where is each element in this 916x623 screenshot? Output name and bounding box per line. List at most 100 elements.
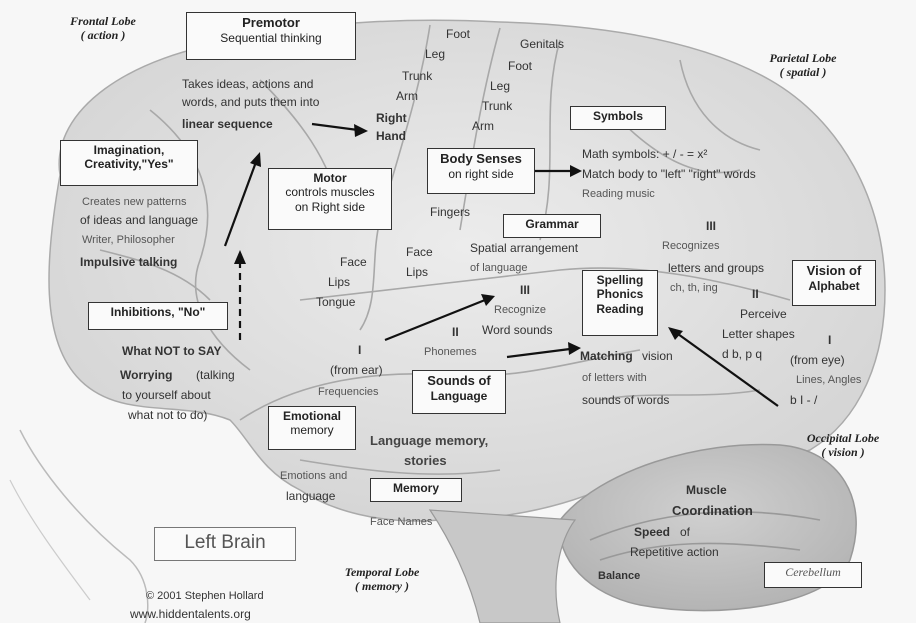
worrying-desc-3: what not to do) [128,408,208,422]
vision-alphabet-line2: Alphabet [808,278,860,293]
spelling-box: Spelling Phonics Reading [582,270,658,336]
motor-leg: Leg [425,47,446,61]
copyright: © 2001 Stephen Hollard [146,590,264,602]
face-outline [19,429,149,623]
imagination-desc-1: Creates new patterns [82,196,187,208]
worrying-desc-2: to yourself about [122,388,211,402]
body-senses-title: Body Senses [440,151,522,166]
premotor-title: Premotor [242,15,300,30]
frontal-lobe-label: Frontal Lobe ( action ) [62,14,144,43]
phonemes: Phonemes [424,346,477,358]
recognize-sounds-1: Recognize [494,304,546,316]
language-memory-1: Language memory, [370,433,489,448]
language-memory-2: stories [404,453,447,468]
from-eye-3: b I - / [790,393,818,407]
matching-desc-3: sounds of words [582,393,670,407]
body-senses-box: Body Senses on right side [427,148,535,194]
motor-arm: Arm [396,89,418,103]
sounds-language-box: Sounds of Language [412,370,506,414]
emotional-memory-box: Emotional memory [268,406,356,450]
motor-foot: Foot [446,27,471,41]
premotor-desc-1: Takes ideas, actions and [182,77,314,91]
website-url: www.hiddentalents.org [130,607,251,621]
spelling-line3: Reading [596,301,644,316]
motor-title: Motor [313,171,347,185]
match-body: Match body to "left" "right" words [582,167,756,181]
emotions-language-1: Emotions and [280,470,348,482]
brainstem-shape [428,509,577,623]
right-hand-1: Right [376,111,407,125]
occipital-lobe-label: Occipital Lobe ( vision ) [800,431,886,460]
spelling-line1: Spelling [596,273,644,287]
imagination-desc-2: of ideas and language [80,213,199,227]
math-symbols: Math symbols: + / - = x² [582,147,708,161]
occipital-lobe-name: Occipital Lobe [806,431,880,445]
emotional-memory-line1: Emotional [282,409,341,423]
imagination-line2: Creativity,"Yes" [84,157,174,172]
motor-line3: on Right side [294,199,366,214]
speed: Speed [634,525,671,539]
from-eye-2: Lines, Angles [796,374,862,386]
premotor-desc-2: words, and puts them into [182,95,320,109]
recognizes-1: Recognizes [662,240,720,252]
spatial-of-language: of language [470,262,528,274]
roman-three-mid: III [520,283,531,297]
face-outline-2 [9,479,91,601]
matching-desc-1: vision [642,349,673,363]
what-not-to-say: What NOT to SAY [122,344,222,358]
cerebellum-box: Cerebellum [764,562,862,588]
imagination-line1: Imagination, [93,143,165,157]
inhibitions-box: Inhibitions, "No" [88,302,228,330]
parietal-lobe-label: Parietal Lobe ( spatial ) [762,51,844,80]
spatial-arrangement: Spatial arrangement [470,241,579,255]
premotor-box: Premotor Sequential thinking [186,12,356,60]
roman-one-right: I [828,333,832,347]
grammar-box: Grammar [503,214,601,238]
speed-desc-2: Repetitive action [630,545,719,559]
balance: Balance [598,570,641,582]
memory-box: Memory [370,478,462,502]
motor-line2: controls muscles [285,185,375,200]
sensory-trunk: Trunk [482,99,513,113]
face-names: Face Names [370,516,433,528]
right-hand-2: Hand [376,129,406,143]
roman-two-right: II [752,287,759,301]
sensory-leg: Leg [490,79,511,93]
parietal-lobe-role: ( spatial ) [779,64,827,79]
sensory-face: Face [406,245,433,259]
body-senses-subtitle: on right side [448,166,514,181]
matching: Matching [580,349,633,363]
worrying: Worrying [120,368,173,382]
fingers: Fingers [430,205,471,219]
recognizes-2: letters and groups [668,261,765,275]
occipital-lobe-role: ( vision ) [821,444,865,459]
reading-music: Reading music [582,188,655,200]
imagination-desc-3: Writer, Philosopher [82,234,175,246]
sounds-language-line1: Sounds of [427,373,491,388]
motor-lips: Lips [328,275,351,289]
muscle-1: Muscle [686,483,727,497]
sensory-arm: Arm [472,119,494,133]
perceive-1: Perceive [740,307,787,321]
sensory-genitals: Genitals [520,37,565,51]
emotions-language-2: language [286,489,336,503]
recognize-sounds-2: Word sounds [482,323,553,337]
worrying-desc-1: (talking [196,368,235,382]
temporal-lobe-label: Temporal Lobe ( memory ) [340,565,424,594]
vision-alphabet-line1: Vision of [806,263,862,278]
emotional-memory-line2: memory [290,423,334,438]
premotor-subtitle: Sequential thinking [220,30,322,45]
from-eye-1: (from eye) [790,353,845,367]
sensory-foot: Foot [508,59,533,73]
roman-two-mid: II [452,325,459,339]
arrows [223,122,779,407]
symbols-box: Symbols [570,106,666,130]
perceive-2: Letter shapes [722,327,795,341]
left-brain-title: Left Brain [154,527,296,561]
impulsive-talking: Impulsive talking [80,255,178,269]
recognizes-3: ch, th, ing [670,282,718,294]
roman-one-mid: I [358,343,362,357]
linear-sequence: linear sequence [182,117,273,131]
sounds-language-line2: Language [430,388,488,403]
motor-trunk: Trunk [402,69,433,83]
